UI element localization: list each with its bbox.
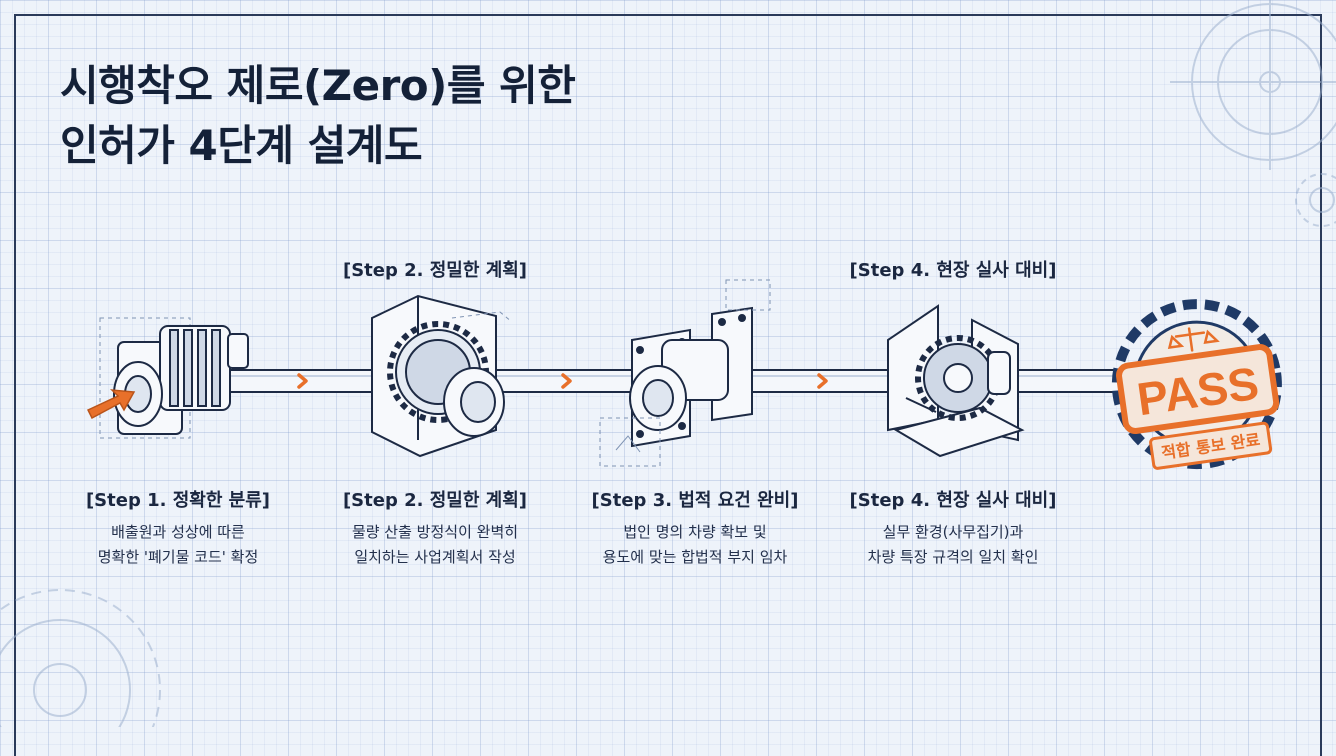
- step-1-title: [Step 1. 정확한 분류]: [85, 490, 271, 511]
- step-3-desc-line-2: 용도에 맞는 합법적 부지 임차: [602, 548, 788, 566]
- step-2-desc-line-1: 물량 산출 방정식이 완벽히: [351, 523, 519, 541]
- machine-step-4-icon: [887, 304, 1025, 458]
- stamp-gear-icon: [1111, 299, 1282, 470]
- scales-icon: [1167, 327, 1220, 352]
- step-4-caption: [Step 4. 현장 실사 대비] 실무 환경(사무집기)과 차량 특장 규격…: [828, 486, 1078, 570]
- blueprint-frame: [14, 14, 1322, 756]
- step-3-title: [Step 3. 법적 요건 완비]: [591, 490, 799, 511]
- step-4-desc-line-1: 실무 환경(사무집기)과: [882, 523, 1024, 541]
- machine-step-2-icon: [371, 294, 513, 458]
- title-line-2: 인허가 4단계 설계도: [60, 121, 423, 170]
- pipeline-illustration: PASS 적합 통보 완료: [0, 0, 1336, 727]
- background-gear-icon: [0, 0, 1336, 727]
- top-label-step-4: [Step 4. 현장 실사 대비]: [849, 260, 1057, 281]
- machine-step-1-icon: [86, 317, 249, 439]
- flow-arrow-icon: [817, 373, 828, 389]
- step-4-title: [Step 4. 현장 실사 대비]: [849, 490, 1057, 511]
- step-1-caption: [Step 1. 정확한 분류] 배출원과 성상에 따른 명확한 '폐기물 코드…: [53, 486, 303, 570]
- flow-arrow-icon: [561, 373, 572, 389]
- machine-step-3-icon: [599, 279, 771, 467]
- pass-stamp: PASS 적합 통보 완료: [1111, 299, 1282, 470]
- step-4-desc-line-2: 차량 특장 규격의 일치 확인: [867, 548, 1039, 566]
- page-title: 시행착오 제로(Zero)를 위한 인허가 4단계 설계도: [60, 56, 576, 176]
- top-label-step-2: [Step 2. 정밀한 계획]: [342, 260, 528, 281]
- step-2-caption: [Step 2. 정밀한 계획] 물량 산출 방정식이 완벽히 일치하는 사업계…: [310, 486, 560, 570]
- step-3-caption: [Step 3. 법적 요건 완비] 법인 명의 차량 확보 및 용도에 맞는 …: [570, 486, 820, 570]
- step-1-desc-line-2: 명확한 '폐기물 코드' 확정: [97, 548, 259, 566]
- flow-arrow-icon: [297, 373, 308, 389]
- step-2-desc-line-2: 일치하는 사업계획서 작성: [354, 548, 516, 566]
- step-2-title: [Step 2. 정밀한 계획]: [342, 490, 528, 511]
- step-3-desc-line-1: 법인 명의 차량 확보 및: [623, 523, 767, 541]
- title-line-1: 시행착오 제로(Zero)를 위한: [60, 61, 576, 110]
- step-1-desc-line-1: 배출원과 성상에 따른: [111, 523, 245, 541]
